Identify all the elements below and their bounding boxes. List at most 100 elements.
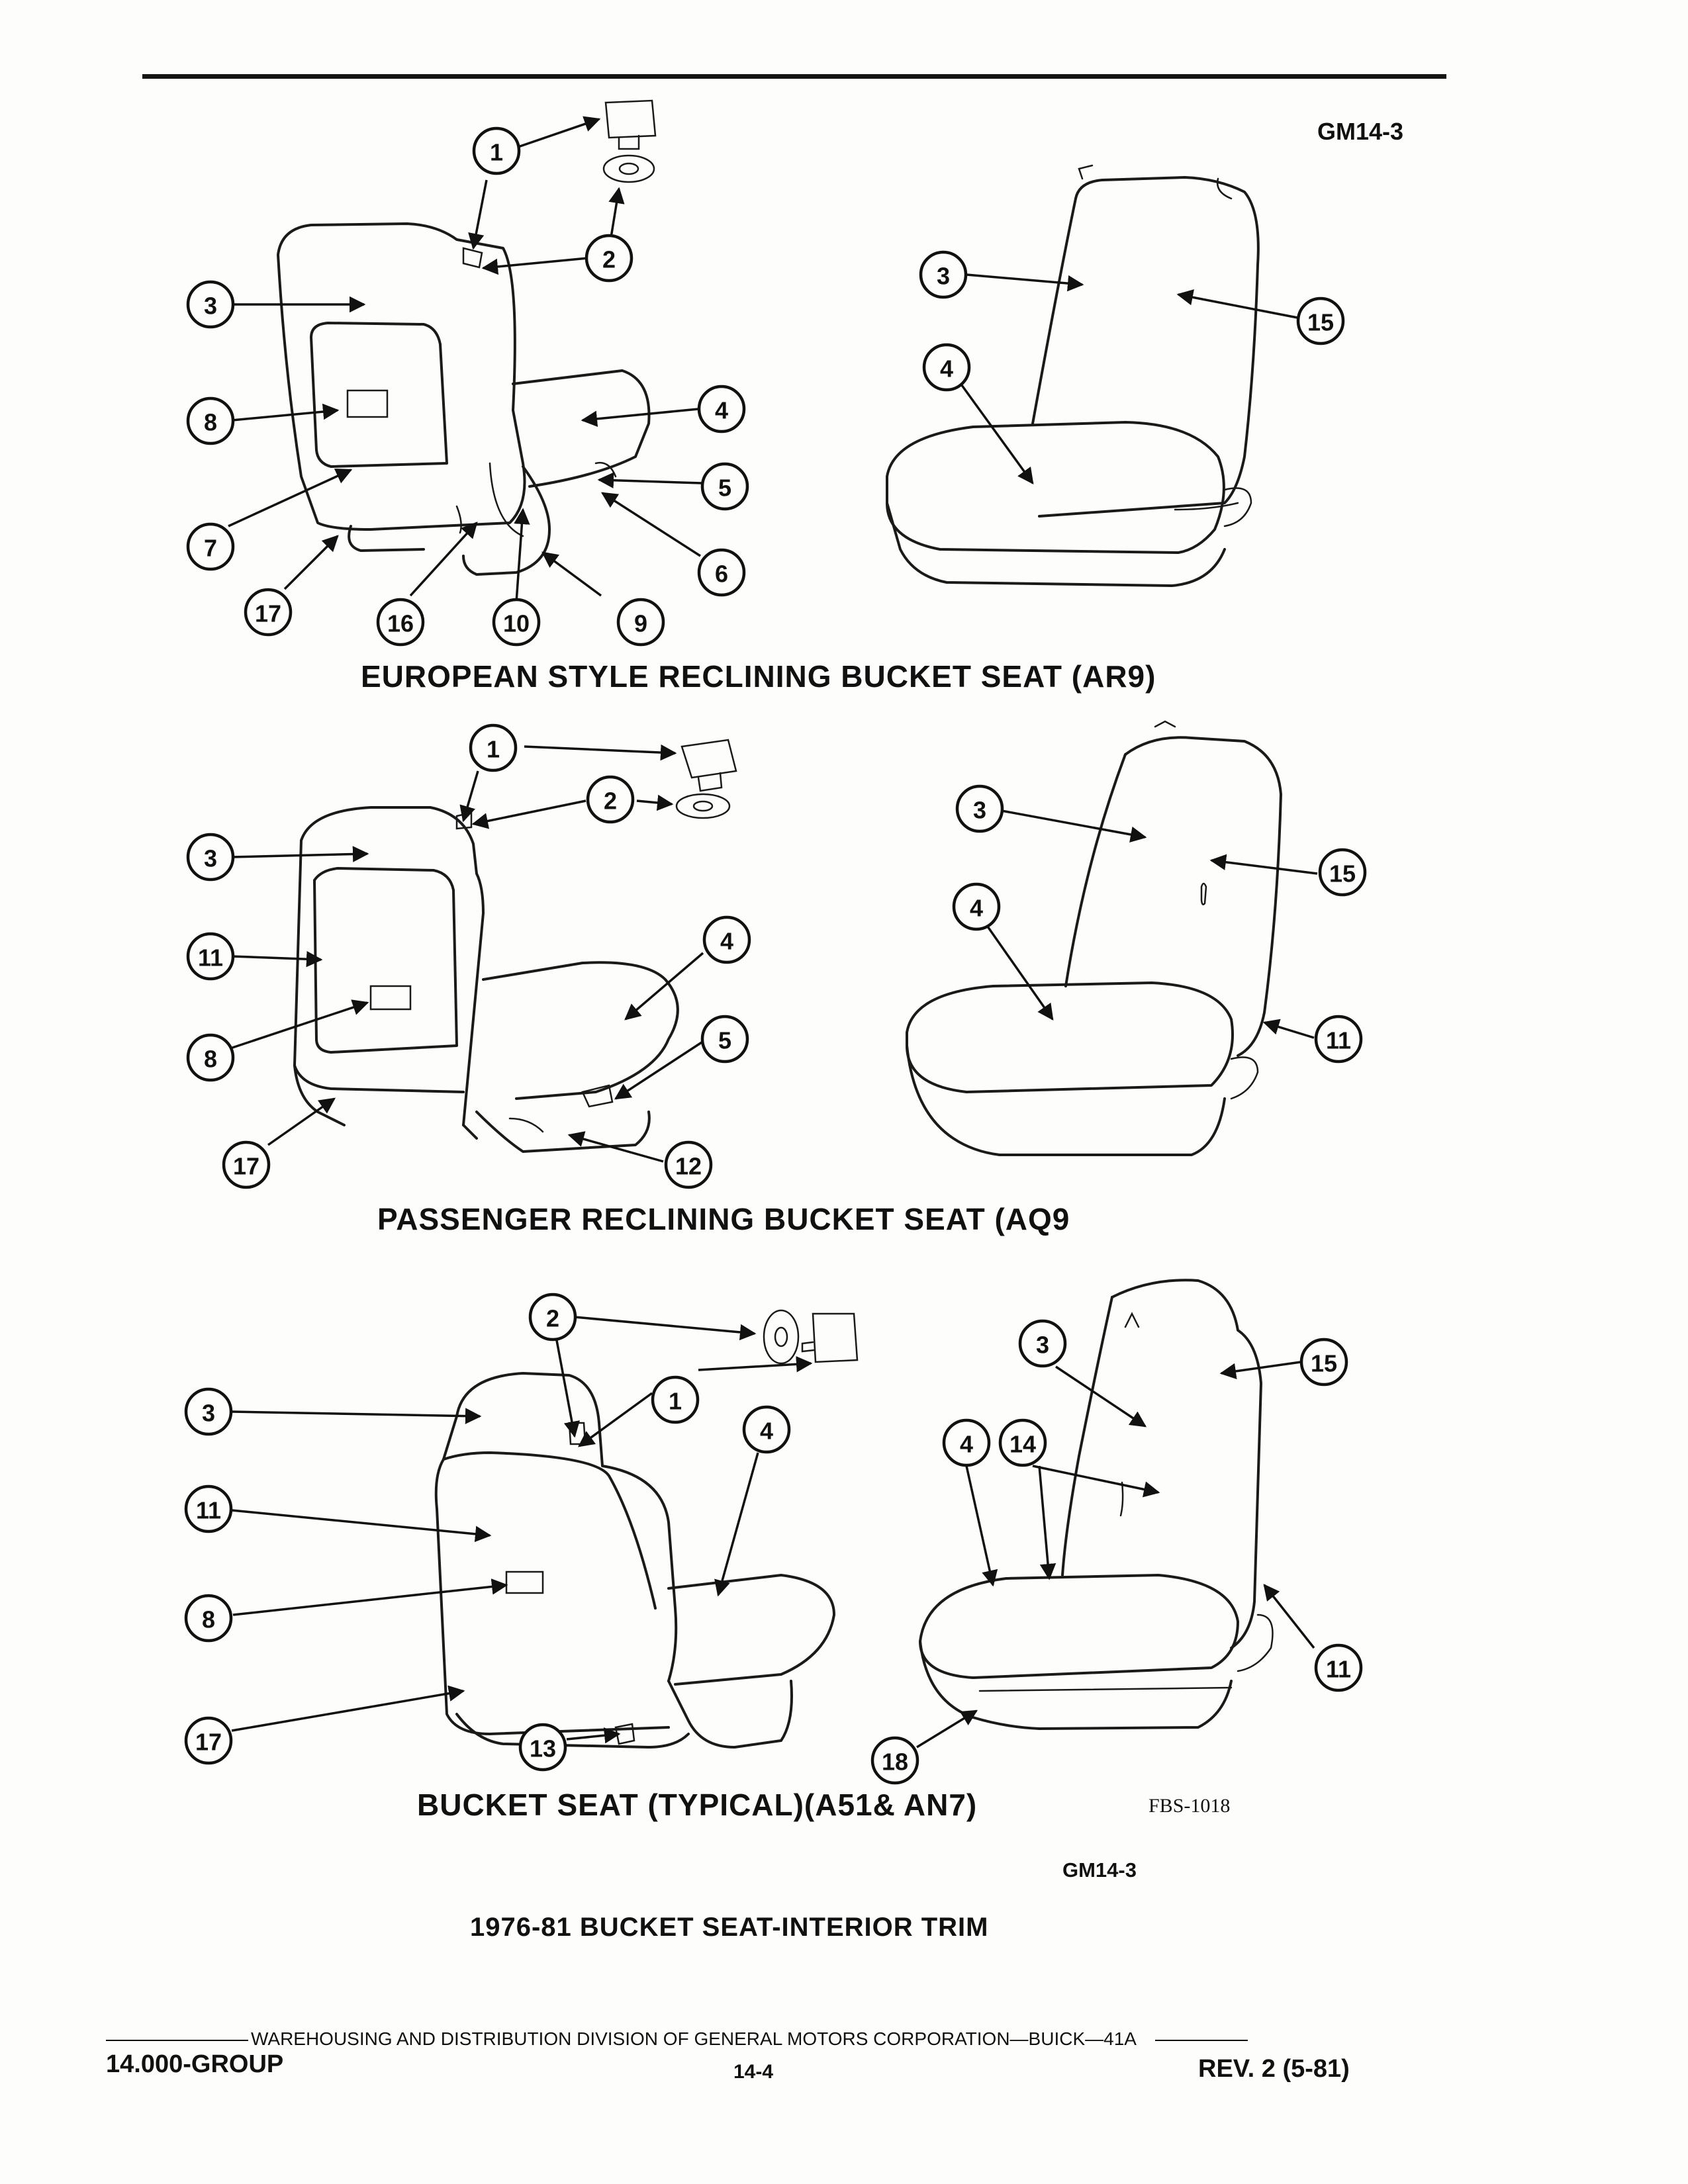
svg-text:2: 2 bbox=[602, 246, 616, 273]
section-title-ar9: EUROPEAN STYLE RECLINING BUCKET SEAT (AR… bbox=[361, 659, 1156, 694]
svg-text:3: 3 bbox=[202, 1400, 215, 1427]
callout-14-front: 14 bbox=[998, 1418, 1047, 1467]
callout-2: 2 bbox=[585, 234, 633, 283]
svg-text:4: 4 bbox=[960, 1431, 973, 1458]
callout-12: 12 bbox=[664, 1140, 713, 1189]
svg-text:11: 11 bbox=[196, 1497, 221, 1524]
seat-rear-view-typical bbox=[434, 1372, 835, 1749]
callout-11: 11 bbox=[186, 932, 235, 981]
svg-text:2: 2 bbox=[546, 1305, 559, 1332]
section-title-aq9: PASSENGER RECLINING BUCKET SEAT (AQ9 bbox=[377, 1202, 1070, 1236]
svg-text:15: 15 bbox=[1311, 1350, 1337, 1377]
svg-text:15: 15 bbox=[1307, 309, 1334, 336]
callout-2: 2 bbox=[586, 775, 635, 824]
svg-text:3: 3 bbox=[204, 293, 217, 320]
svg-text:9: 9 bbox=[634, 610, 647, 637]
svg-text:4: 4 bbox=[940, 355, 953, 383]
callout-6: 6 bbox=[697, 548, 746, 597]
seat-rear-view-aq9 bbox=[293, 806, 679, 1153]
callout-17: 17 bbox=[244, 588, 293, 637]
footer-division-text: WAREHOUSING AND DISTRIBUTION DIVISION OF… bbox=[251, 2028, 1137, 2049]
svg-text:5: 5 bbox=[718, 475, 731, 502]
footer-group: 14.000-GROUP bbox=[106, 2050, 284, 2078]
headrest-guide-parts-typical bbox=[763, 1309, 859, 1365]
svg-text:1: 1 bbox=[669, 1388, 682, 1415]
svg-text:11: 11 bbox=[1326, 1656, 1351, 1683]
svg-text:7: 7 bbox=[204, 535, 217, 562]
leader-lines bbox=[224, 116, 1318, 1749]
footer-dash-left bbox=[106, 2039, 248, 2041]
svg-text:8: 8 bbox=[204, 409, 217, 436]
svg-text:17: 17 bbox=[255, 600, 281, 627]
callout-1: 1 bbox=[469, 723, 518, 772]
callout-3: 3 bbox=[184, 1387, 233, 1436]
svg-text:10: 10 bbox=[503, 610, 530, 637]
svg-text:3: 3 bbox=[973, 797, 986, 824]
svg-text:14: 14 bbox=[1009, 1431, 1036, 1458]
svg-text:3: 3 bbox=[204, 845, 217, 872]
callout-17: 17 bbox=[184, 1716, 233, 1765]
svg-text:17: 17 bbox=[195, 1729, 222, 1756]
callout-3: 3 bbox=[186, 833, 235, 882]
callout-4: 4 bbox=[702, 915, 751, 964]
callout-9: 9 bbox=[616, 598, 665, 647]
callout-11-front: 11 bbox=[1314, 1015, 1363, 1064]
footer-revision: REV. 2 (5-81) bbox=[1198, 2055, 1350, 2083]
svg-text:11: 11 bbox=[1326, 1027, 1351, 1054]
svg-text:1: 1 bbox=[490, 139, 503, 166]
figure-code-bottom: GM14-3 bbox=[1062, 1858, 1137, 1882]
svg-text:4: 4 bbox=[760, 1418, 773, 1445]
callout-11: 11 bbox=[184, 1484, 233, 1533]
callout-17: 17 bbox=[222, 1140, 271, 1189]
svg-text:16: 16 bbox=[387, 610, 414, 637]
callout-10: 10 bbox=[492, 598, 541, 647]
callout-15-front: 15 bbox=[1318, 848, 1367, 897]
svg-text:18: 18 bbox=[882, 1749, 908, 1776]
headrest-guide-parts-aq9 bbox=[675, 739, 737, 819]
callouts-section-typical: 2 1 3 4 11 8 17 13 3 15 4 14 11 18 bbox=[184, 1293, 1363, 1785]
callout-3-front: 3 bbox=[919, 250, 968, 299]
callout-16: 16 bbox=[376, 598, 425, 647]
main-title: 1976-81 BUCKET SEAT-INTERIOR TRIM bbox=[470, 1913, 989, 1942]
seat-rear-view-ar9 bbox=[277, 222, 651, 576]
callout-5: 5 bbox=[700, 1015, 749, 1064]
footer-page-number: 14-4 bbox=[733, 2061, 774, 2083]
callouts-section-aq9: 1 2 3 4 5 8 11 12 17 3 4 15 11 bbox=[186, 723, 1367, 1189]
callout-3-front: 3 bbox=[955, 784, 1004, 833]
callout-4: 4 bbox=[697, 385, 746, 433]
callout-8: 8 bbox=[186, 1033, 235, 1082]
headrest-guide-parts-ar9 bbox=[602, 99, 657, 183]
svg-text:3: 3 bbox=[937, 263, 950, 290]
footer-division-line: WAREHOUSING AND DISTRIBUTION DIVISION OF… bbox=[106, 2028, 1248, 2050]
callout-15-front: 15 bbox=[1296, 296, 1345, 345]
svg-text:12: 12 bbox=[675, 1153, 702, 1180]
callout-4-front: 4 bbox=[952, 882, 1001, 931]
callout-15-front: 15 bbox=[1299, 1338, 1348, 1387]
svg-text:13: 13 bbox=[530, 1735, 556, 1762]
callout-1: 1 bbox=[651, 1375, 700, 1424]
callout-18-front: 18 bbox=[870, 1736, 919, 1785]
callout-7: 7 bbox=[186, 522, 235, 571]
figure-id: FBS-1018 bbox=[1149, 1795, 1231, 1817]
callout-8: 8 bbox=[186, 396, 235, 445]
top-rule bbox=[142, 74, 1446, 79]
svg-text:3: 3 bbox=[1036, 1332, 1049, 1359]
callout-3: 3 bbox=[186, 280, 235, 329]
seat-front-view-aq9 bbox=[906, 720, 1282, 1156]
svg-text:4: 4 bbox=[715, 397, 728, 424]
section-title-typical: BUCKET SEAT (TYPICAL)(A51& AN7) bbox=[417, 1788, 978, 1822]
svg-text:8: 8 bbox=[202, 1606, 215, 1633]
footer-dash-right bbox=[1154, 2039, 1248, 2041]
svg-text:1: 1 bbox=[487, 736, 500, 763]
callout-2: 2 bbox=[528, 1293, 577, 1342]
svg-text:5: 5 bbox=[718, 1027, 731, 1054]
svg-text:11: 11 bbox=[198, 944, 223, 972]
figure-code-top: GM14-3 bbox=[1317, 118, 1404, 145]
callout-1: 1 bbox=[472, 126, 521, 175]
callout-4: 4 bbox=[742, 1405, 791, 1454]
svg-text:6: 6 bbox=[715, 561, 728, 588]
svg-text:15: 15 bbox=[1329, 860, 1356, 887]
svg-text:17: 17 bbox=[233, 1153, 259, 1180]
seat-front-view-ar9 bbox=[886, 164, 1260, 587]
